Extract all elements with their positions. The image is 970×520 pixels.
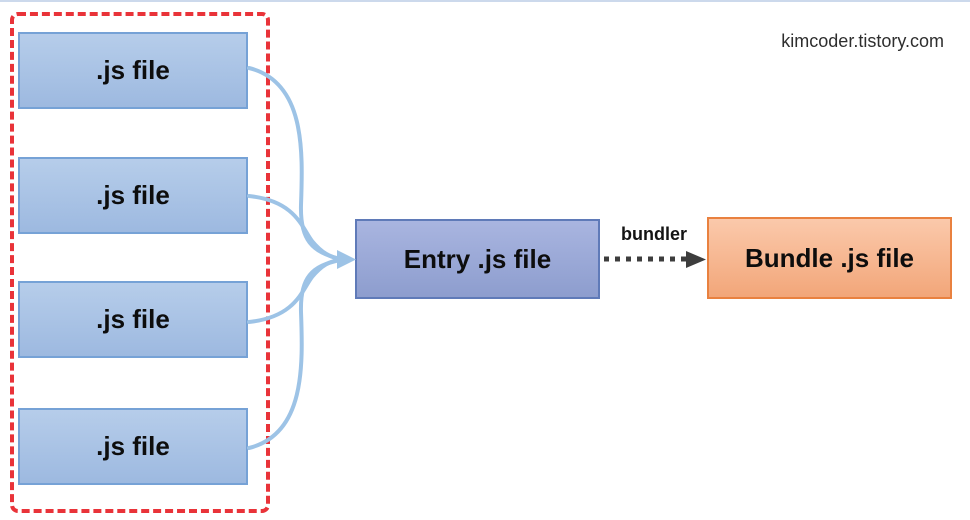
bundle-js-file-box: Bundle .js file: [707, 217, 952, 299]
js-file-label: .js file: [96, 431, 170, 461]
flow-arrowhead-icon: [337, 250, 356, 269]
top-divider: [0, 0, 970, 2]
js-file-label: .js file: [96, 55, 170, 85]
js-file-label: .js file: [96, 180, 170, 210]
bundler-arrow-label: bundler: [621, 224, 687, 244]
js-file-box: .js file: [18, 408, 248, 485]
watermark: kimcoder.tistory.com: [781, 31, 944, 51]
entry-js-file-label: Entry .js file: [403, 243, 552, 274]
js-file-box: .js file: [18, 281, 248, 358]
js-file-box: .js file: [18, 157, 248, 234]
js-file-label: .js file: [96, 304, 170, 334]
bundler-arrowhead-icon: [686, 251, 706, 268]
bundle-js-file-label: Bundle .js file: [744, 242, 915, 273]
entry-js-file-box: Entry .js file: [355, 219, 600, 299]
js-file-box: .js file: [18, 32, 248, 109]
